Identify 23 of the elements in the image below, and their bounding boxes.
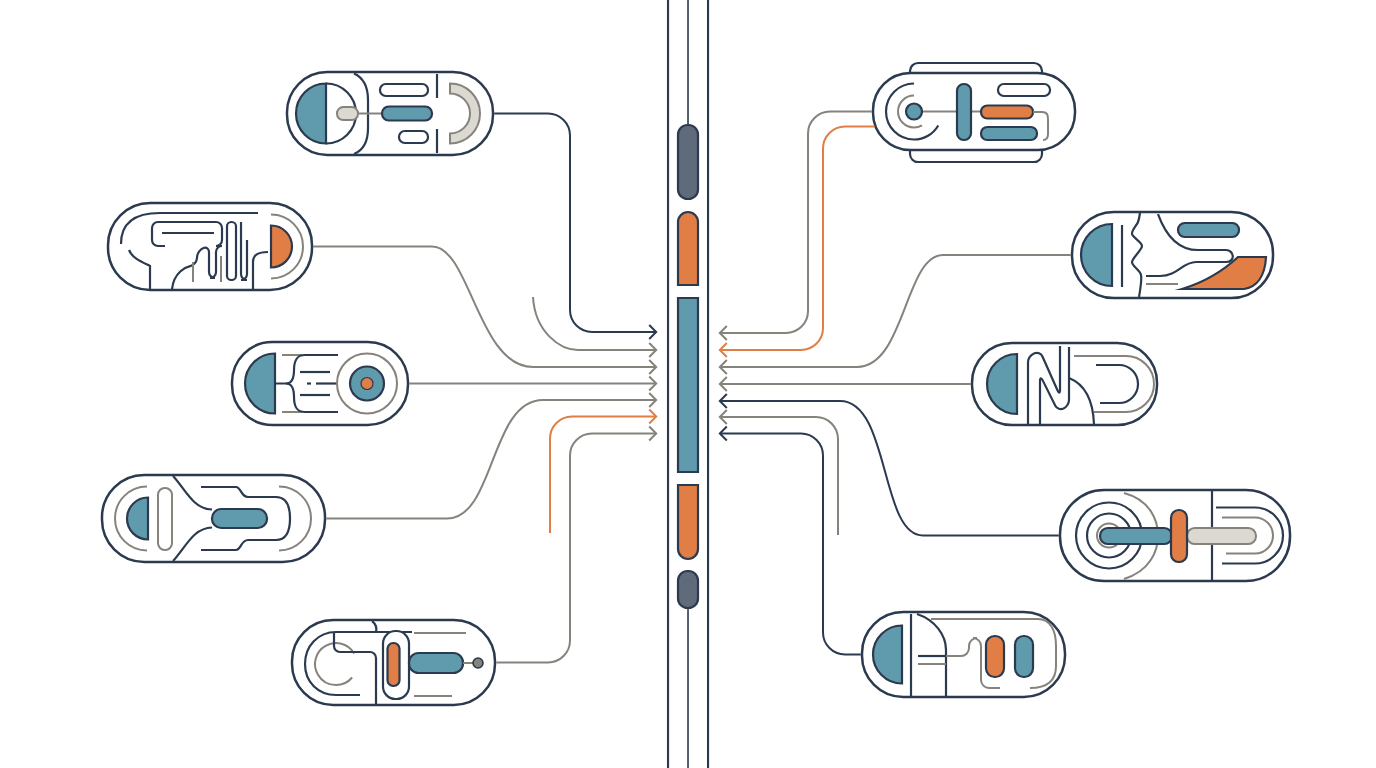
capsule-illustration xyxy=(871,61,1077,164)
arrow xyxy=(312,245,658,375)
arrow xyxy=(718,409,839,536)
capsule-illustration xyxy=(1058,488,1292,583)
arrow xyxy=(718,425,862,656)
arrow xyxy=(718,376,972,392)
arrow xyxy=(532,296,658,358)
arrow xyxy=(718,393,1060,537)
arrow xyxy=(495,425,658,664)
arrow xyxy=(493,112,658,340)
capsule-illustration xyxy=(285,70,495,157)
capsule-illustration xyxy=(100,473,327,564)
arrow xyxy=(325,392,658,520)
capsule-illustration xyxy=(1070,210,1275,300)
capsule-illustration xyxy=(230,340,410,427)
capsule-illustration xyxy=(860,610,1067,699)
segmented-rail xyxy=(666,0,710,768)
capsule-illustration xyxy=(970,341,1159,427)
arrow xyxy=(408,375,658,392)
arrow xyxy=(549,408,658,534)
capsule-illustration xyxy=(290,618,497,707)
arrow xyxy=(718,254,1072,375)
capsule-illustration xyxy=(106,201,314,292)
